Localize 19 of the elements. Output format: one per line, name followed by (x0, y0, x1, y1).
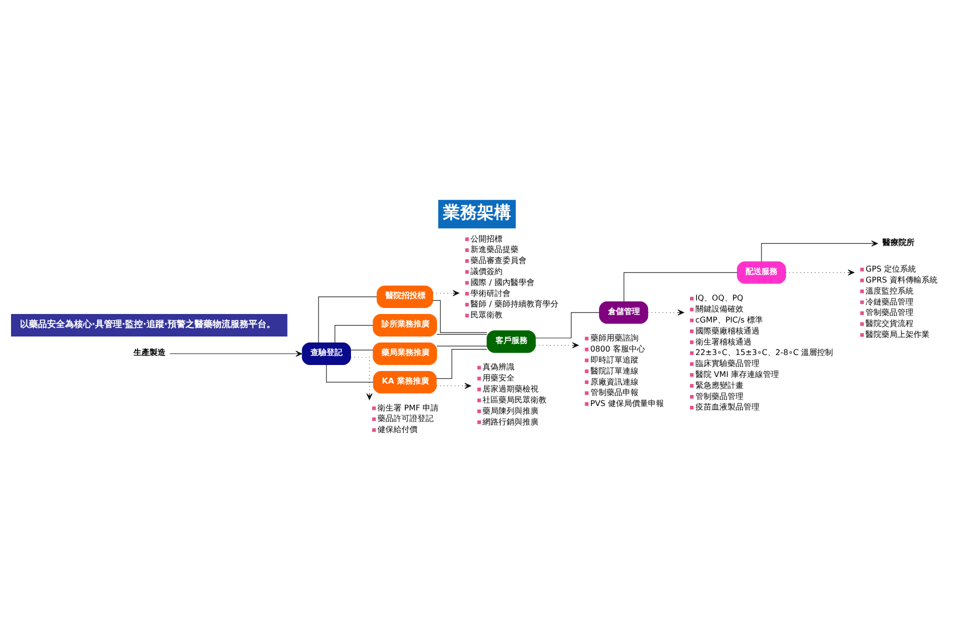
node-box: 以藥品安全為核心‧具管理‧監控‧追蹤‧預警之醫藥物流服務平台。 (11, 314, 288, 336)
arrow (432, 290, 460, 296)
connector (326, 364, 374, 382)
connector (432, 300, 488, 332)
connector (318, 296, 378, 343)
arrow (170, 350, 302, 356)
arrow (648, 309, 684, 316)
arrow (761, 240, 878, 262)
arrow (436, 382, 472, 388)
arrow (535, 342, 579, 348)
connector (436, 348, 488, 378)
arrow (350, 356, 372, 400)
connector (624, 272, 738, 302)
connector (436, 345, 488, 346)
connector (350, 349, 374, 350)
diagram-title: 業務架構 (443, 201, 512, 222)
connector (334, 324, 374, 343)
connector (535, 312, 600, 338)
arrow (786, 269, 854, 276)
